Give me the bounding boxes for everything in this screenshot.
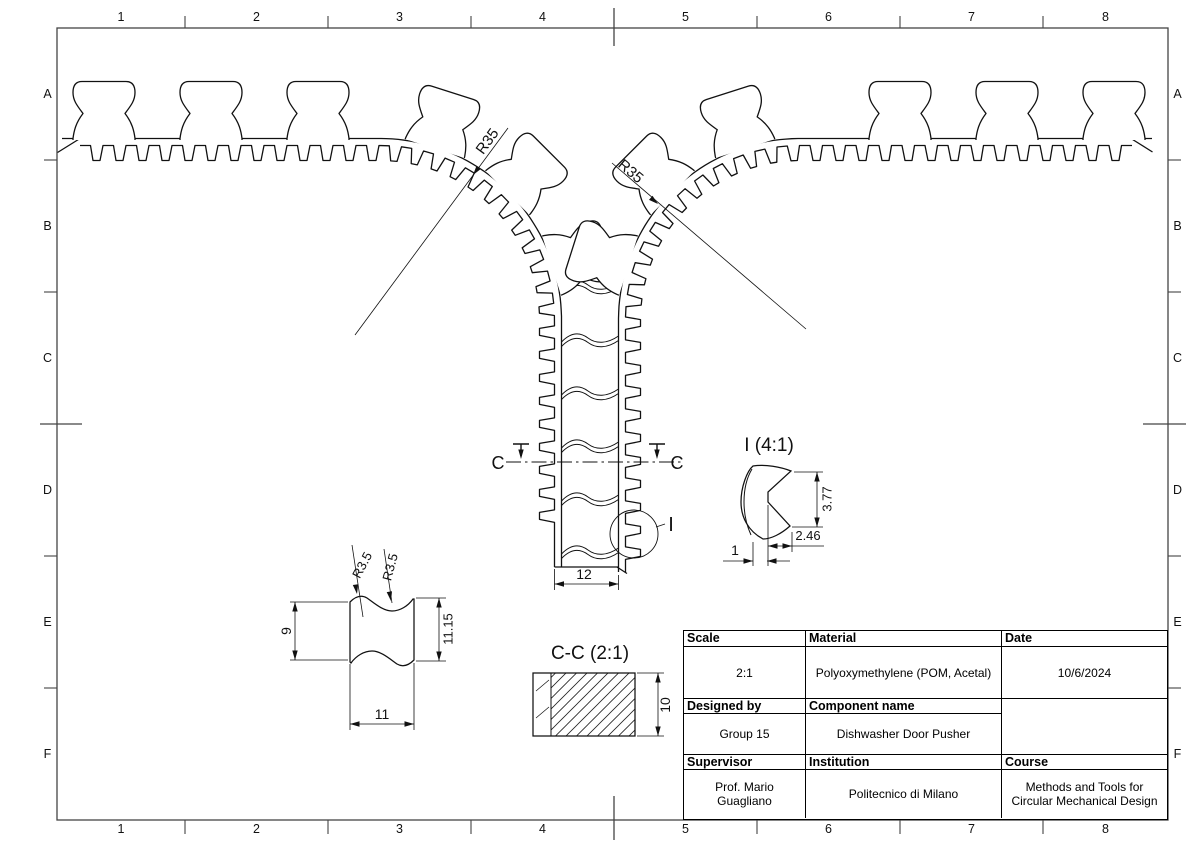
grid-row-label-right: E (1173, 615, 1181, 629)
r35-left-leader (354, 127, 509, 336)
section-letter-left: C (492, 453, 505, 473)
dim-9-label: 9 (278, 627, 294, 635)
detail-callout-label: I (668, 514, 674, 536)
r3-5-label-a: R3.5 (349, 549, 375, 580)
r35-right-leader (611, 162, 807, 330)
grid-row-label-left: A (43, 87, 52, 101)
grid-row-label-right: C (1173, 351, 1182, 365)
dim-2-46-lines (767, 505, 824, 566)
detail-circle-I (609, 509, 659, 559)
dim-10-lines (637, 672, 664, 737)
grid-col-label-bottom: 5 (682, 822, 689, 836)
grid-col-label-bottom: 1 (118, 822, 125, 836)
title-block-designed-by-value: Group 15 (684, 714, 806, 755)
dim-1-label: 1 (731, 542, 739, 558)
grid-col-label-bottom: 6 (825, 822, 832, 836)
tooth-detail-lens-arc (743, 468, 753, 536)
grid-row-label-left: D (43, 483, 52, 497)
section-outline (532, 672, 636, 737)
grid-row-label-left: E (43, 615, 51, 629)
grid-col-label-top: 5 (682, 10, 689, 24)
section-strip-ticks (535, 679, 550, 719)
title-block-supervisor-header: Supervisor (684, 755, 806, 770)
grid-col-label-top: 3 (396, 10, 403, 24)
grid-col-label-top: 1 (118, 10, 125, 24)
grid-col-label-bottom: 7 (968, 822, 975, 836)
title-block-institution-header: Institution (806, 755, 1002, 770)
annotations (290, 127, 824, 737)
grid-col-label-bottom: 8 (1102, 822, 1109, 836)
vertical-rack-bottom-edge (554, 566, 628, 575)
dim-9-lines (290, 601, 348, 661)
grid-row-label-right: A (1173, 87, 1182, 101)
grid-col-label-top: 6 (825, 10, 832, 24)
title-block-material-header: Material (806, 631, 1002, 647)
grid-row-label-left: C (43, 351, 52, 365)
dim-11-lines (349, 663, 415, 730)
dimension-arrowheads (292, 165, 820, 736)
grid-col-label-top: 7 (968, 10, 975, 24)
title-block-component-value: Dishwasher Door Pusher (806, 714, 1002, 755)
title-block-scale-value: 2:1 (684, 647, 806, 699)
title-block-date-value: 10/6/2024 (1002, 647, 1167, 699)
dim-11-15-label: 11.15 (441, 613, 456, 645)
grid-row-label-right: D (1173, 483, 1182, 497)
title-block-course-header: Course (1002, 755, 1167, 770)
flexible-rack-chain-drawing (57, 80, 1153, 572)
title-block-supervisor-value: Prof. Mario Guagliano (684, 770, 806, 818)
detail-circle-leader (655, 523, 666, 528)
grid-col-label-bottom: 3 (396, 822, 403, 836)
r35-left-label: R35 (473, 125, 503, 157)
detail-view-title: I (4:1) (744, 435, 794, 456)
section-hatch-area (551, 673, 635, 736)
grid-col-label-top: 4 (539, 10, 546, 24)
title-block-material-value: Polyoxymethylene (POM, Acetal) (806, 647, 1002, 699)
grid-row-label-right: B (1173, 219, 1181, 233)
title-block-designed-by-header: Designed by (684, 699, 806, 714)
grid-col-label-bottom: 4 (539, 822, 546, 836)
dim-2-46-label: 2.46 (795, 528, 820, 543)
title-block-empty-cell (1002, 699, 1167, 755)
grid-col-label-top: 8 (1102, 10, 1109, 24)
section-letter-right: C (671, 453, 684, 473)
tooth-detail-shape (740, 464, 793, 540)
dim-11-label: 11 (375, 706, 390, 722)
dim-3-77-label: 3.77 (820, 486, 835, 511)
dim-12-label: 12 (576, 566, 592, 582)
grid-row-label-right: F (1174, 747, 1182, 761)
title-block: Scale Material Date 2:1 Polyoxymethylene… (683, 630, 1168, 820)
section-view-title: C-C (2:1) (551, 643, 629, 664)
grid-row-label-left: F (44, 747, 52, 761)
r3-5-leader-a (351, 544, 364, 618)
title-block-component-header: Component name (806, 699, 1002, 714)
dim-10-label: 10 (657, 697, 673, 713)
title-block-scale-header: Scale (684, 631, 806, 647)
title-block-date-header: Date (1002, 631, 1167, 647)
grid-col-label-top: 2 (253, 10, 260, 24)
grid-row-label-left: B (43, 219, 51, 233)
chain-link-detail-shape (349, 595, 415, 667)
r3-5-label-b: R3.5 (379, 552, 401, 582)
dim-11-15-lines (416, 597, 446, 662)
title-block-course-value: Methods and Tools for Circular Mechanica… (1002, 770, 1167, 818)
grid-col-label-bottom: 2 (253, 822, 260, 836)
title-block-institution-value: Politecnico di Milano (806, 770, 1002, 818)
dim-12-lines (554, 569, 619, 590)
